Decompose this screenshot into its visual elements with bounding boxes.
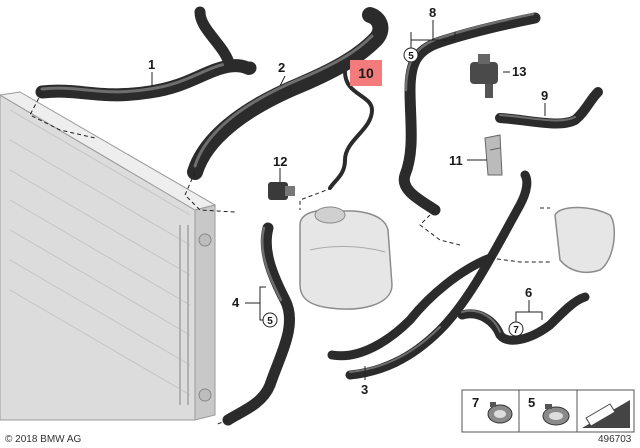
- circled-callout-7: [508, 321, 524, 337]
- hose-6: [457, 292, 590, 345]
- callout-4: 4: [232, 295, 240, 310]
- callout-10: 10: [358, 65, 374, 81]
- callout-5-left: 5: [267, 316, 273, 327]
- circled-callout-5-top: [403, 47, 419, 63]
- expansion-tank-right: [554, 206, 616, 273]
- legend-item-7: 7: [472, 395, 479, 410]
- hose-1: [35, 6, 257, 102]
- legend-item-5: 5: [528, 395, 535, 410]
- callout-2: 2: [278, 60, 285, 75]
- bracket-11: [484, 134, 503, 176]
- hose-3: [327, 170, 532, 380]
- valve-13: [470, 54, 498, 98]
- hose-2: [187, 7, 389, 180]
- callout-6: 6: [525, 285, 532, 300]
- clamp-5-icon: [542, 404, 570, 426]
- callout-11: 11: [449, 153, 463, 168]
- circled-callout-5-left: [262, 312, 278, 328]
- hose-4: [222, 222, 295, 426]
- highlight-box-10: [350, 60, 382, 86]
- radiator: [0, 91, 217, 421]
- diagram-number: 496703: [598, 434, 632, 445]
- expansion-tank: [299, 206, 393, 310]
- legend-box: 7 5: [461, 389, 635, 433]
- clamp-7-icon: [487, 402, 513, 424]
- callout-5-top: 5: [408, 51, 414, 62]
- dashed-references: [29, 91, 550, 426]
- hose-8: [398, 12, 541, 216]
- callout-1: 1: [148, 57, 155, 72]
- callout-3: 3: [361, 382, 368, 397]
- copyright-text: © 2018 BMW AG: [5, 434, 82, 445]
- vent-line-10: [328, 70, 374, 190]
- hose-9: [495, 87, 603, 129]
- callout-12: 12: [273, 154, 287, 169]
- callout-9: 9: [541, 88, 548, 103]
- callout-13: 13: [512, 64, 526, 79]
- callout-8: 8: [429, 5, 436, 20]
- wedge-symbol-icon: [582, 400, 630, 428]
- callout-7: 7: [513, 325, 519, 336]
- connector-12: [268, 182, 295, 200]
